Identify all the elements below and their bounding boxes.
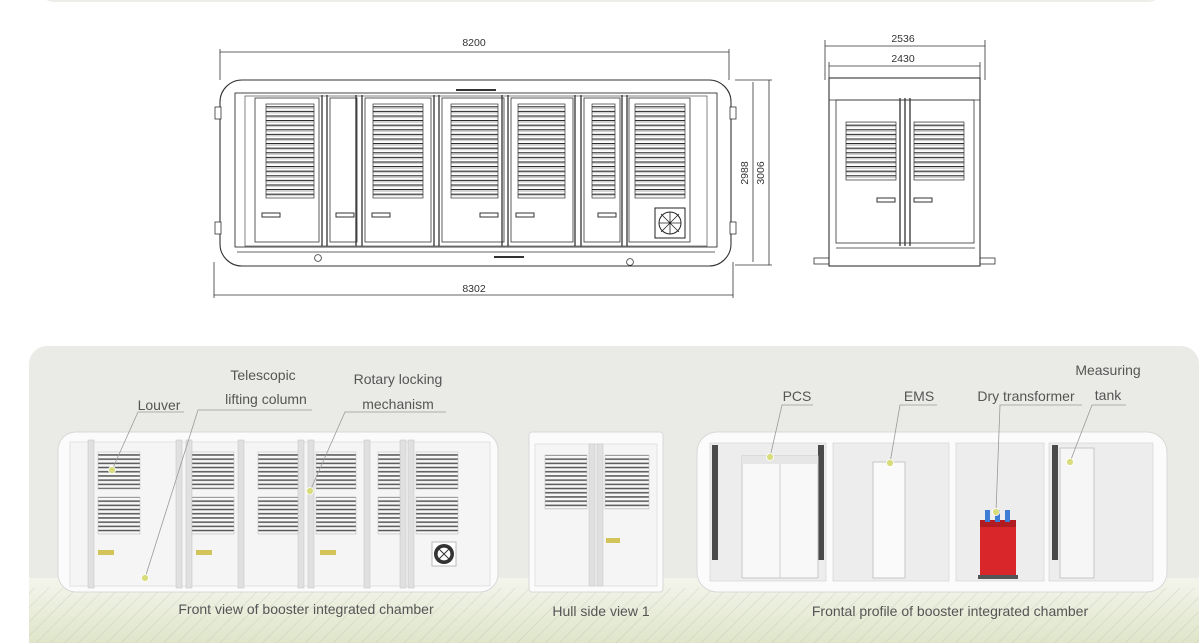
dry-transformer-render: [978, 510, 1018, 579]
side-container: [528, 431, 664, 593]
dim-overall-height: 3006: [755, 161, 767, 185]
label-dry-transformer: Dry transformer: [977, 388, 1075, 404]
technical-drawing: 8200 8302 2988 3006 2536 2430: [213, 33, 996, 298]
front-container: [57, 431, 499, 593]
label-telescopic-2: lifting column: [225, 391, 307, 407]
label-telescopic-1: Telescopic: [230, 367, 295, 383]
top-band: [38, 0, 1164, 2]
dim-inner-height: 2988: [739, 161, 751, 185]
label-louver: Louver: [138, 397, 181, 413]
caption-front-view: Front view of booster integrated chamber: [178, 601, 434, 617]
front-elevation: [213, 49, 772, 298]
dim-side-outer: 2536: [891, 33, 915, 45]
dim-width-bottom: 8302: [462, 283, 486, 295]
label-pcs: PCS: [783, 388, 812, 404]
fan-icon-render: [431, 541, 457, 567]
label-ems: EMS: [904, 388, 934, 404]
side-elevation: [813, 40, 996, 267]
caption-side-view: Hull side view 1: [552, 603, 649, 619]
fan-icon: [654, 207, 686, 239]
profile-container: [696, 431, 1168, 593]
side-elevation-louvers: [845, 121, 965, 203]
label-measuring-1: Measuring: [1075, 362, 1140, 378]
dim-width-top: 8200: [462, 37, 486, 49]
label-measuring-2: tank: [1095, 387, 1122, 403]
caption-profile-view: Frontal profile of booster integrated ch…: [812, 603, 1089, 619]
dim-side-inner: 2430: [891, 53, 915, 65]
front-elevation-louvers: [261, 89, 686, 258]
label-rotary-1: Rotary locking: [354, 371, 443, 387]
label-rotary-2: mechanism: [362, 396, 434, 412]
callout-lines: [111, 404, 1126, 579]
callout-dots: [108, 453, 1074, 582]
